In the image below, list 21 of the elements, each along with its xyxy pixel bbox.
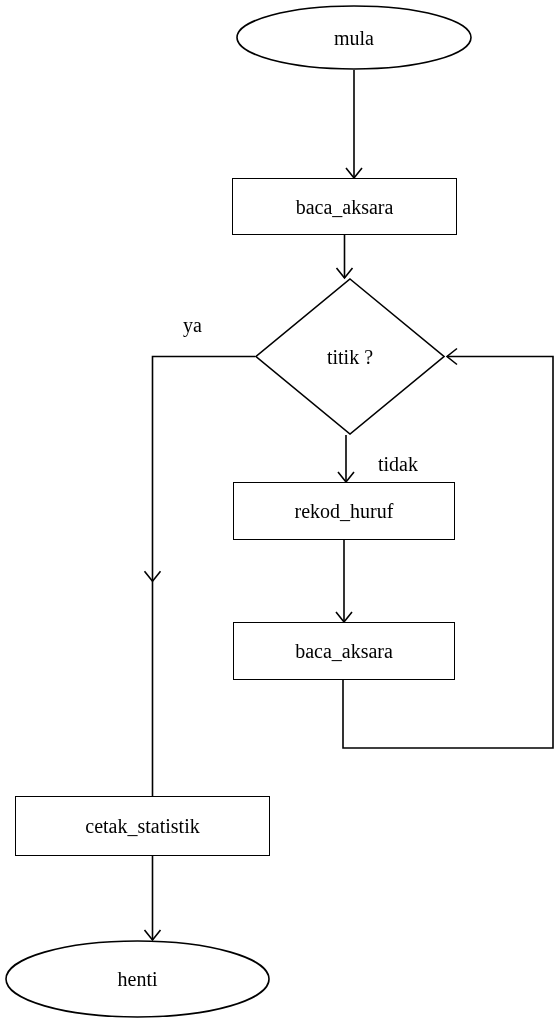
arrow — [143, 855, 162, 942]
terminal-ellipse — [5, 940, 270, 1018]
decision-diamond — [255, 278, 445, 435]
node-label: henti — [117, 967, 158, 992]
process-box — [233, 482, 455, 540]
node-label: baca_aksara — [295, 639, 393, 664]
arrow — [337, 434, 355, 484]
arrow — [335, 539, 353, 624]
process-box — [15, 796, 270, 856]
arrow — [335, 234, 354, 280]
edge-label: tidak — [378, 454, 418, 474]
node-label: rekod_huruf — [294, 499, 394, 524]
process-box — [232, 178, 457, 235]
arrow — [342, 347, 554, 749]
node-label: baca_aksara — [295, 194, 394, 220]
node-label: cetak_statistik — [85, 814, 200, 839]
arrow — [345, 69, 363, 180]
process-box — [233, 622, 455, 680]
node-label: mula — [334, 25, 374, 51]
node-label: titik ? — [326, 344, 374, 370]
terminal-ellipse — [236, 5, 472, 70]
